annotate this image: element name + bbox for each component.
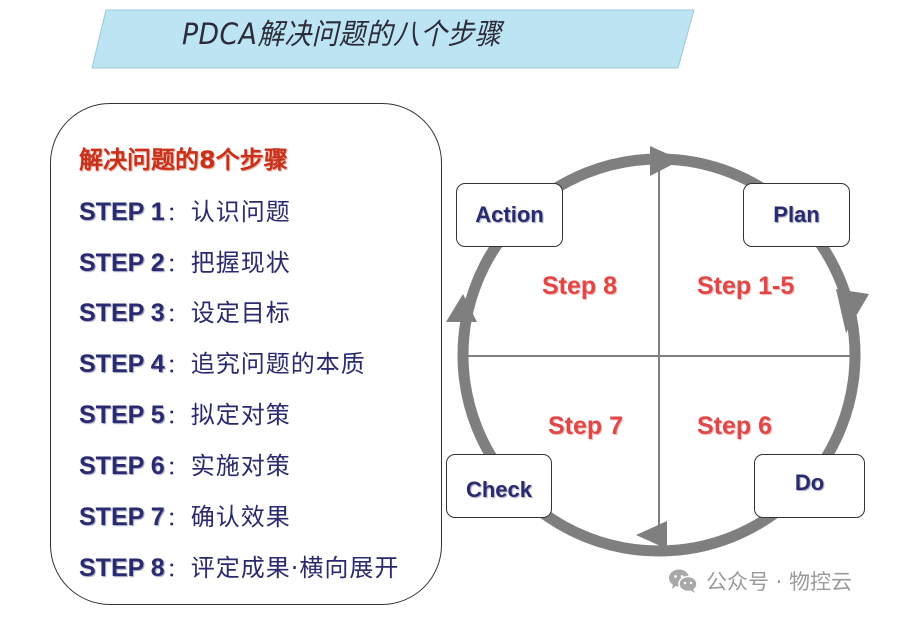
step-separator: ： (166, 353, 187, 377)
step-label: STEP 4 (79, 350, 165, 378)
phase-do: Do (754, 454, 865, 518)
step-label: STEP 1 (79, 198, 165, 226)
step-separator: ： (166, 302, 187, 326)
step-desc: 实施对策 (190, 452, 291, 480)
watermark: 公众号 · 物控云 (668, 566, 852, 596)
title-banner-shape (91, 9, 695, 69)
steps-heading: 解决问题的8个步骤 (79, 146, 288, 174)
arrowhead-top (650, 146, 681, 176)
step-desc: 评定成果·横向展开 (190, 554, 400, 582)
step-separator: ： (166, 506, 187, 530)
arrowhead-bottom (636, 521, 667, 549)
step-desc: 认识问题 (190, 198, 291, 226)
step-label: STEP 5 (79, 401, 165, 429)
step-separator: ： (166, 252, 187, 276)
step-label: STEP 7 (79, 503, 165, 531)
step-item: STEP 5：拟定对策 (79, 395, 291, 430)
step-separator: ： (166, 404, 187, 428)
arrowhead-left (446, 294, 477, 322)
step-label: STEP 2 (79, 249, 165, 277)
quadrant-label-action: Step 8 (542, 272, 618, 300)
step-item: STEP 7：确认效果 (79, 497, 291, 532)
step-desc: 把握现状 (190, 249, 291, 277)
wechat-icon (669, 569, 698, 593)
step-desc: 追究问题的本质 (190, 350, 366, 378)
step-item: STEP 2：把握现状 (79, 243, 291, 278)
page-title: PDCA解决问题的八个步骤 (182, 17, 502, 51)
watermark-text: 公众号 · 物控云 (706, 570, 853, 594)
arrowhead-right (836, 289, 869, 333)
quadrant-label-plan: Step 1-5 (697, 272, 795, 300)
step-item: STEP 3：设定目标 (79, 293, 291, 328)
step-item: STEP 6：实施对策 (79, 446, 291, 481)
step-item: STEP 8：评定成果·横向展开 (79, 548, 399, 583)
step-desc: 拟定对策 (190, 401, 291, 429)
steps-panel: 解决问题的8个步骤 STEP 1：认识问题 STEP 2：把握现状 STEP 3… (50, 103, 442, 605)
step-label: STEP 3 (79, 299, 165, 327)
phase-action: Action (456, 183, 563, 247)
step-separator: ： (166, 201, 187, 225)
title-banner (91, 9, 695, 69)
step-label: STEP 8 (79, 554, 165, 582)
step-item: STEP 4：追究问题的本质 (79, 344, 366, 379)
step-item: STEP 1：认识问题 (79, 192, 291, 227)
phase-plan: Plan (743, 183, 850, 247)
step-desc: 设定目标 (190, 299, 291, 327)
step-separator: ： (166, 557, 187, 581)
step-desc: 确认效果 (190, 503, 291, 531)
phase-check: Check (446, 454, 552, 518)
quadrant-label-check: Step 7 (548, 412, 624, 440)
quadrant-label-do: Step 6 (697, 412, 773, 440)
step-separator: ： (166, 455, 187, 479)
step-label: STEP 6 (79, 452, 165, 480)
